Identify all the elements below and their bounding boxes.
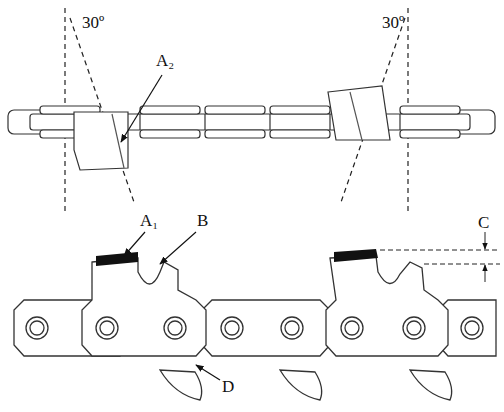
- leader-line: [121, 75, 162, 142]
- part-label: A₁: [140, 212, 158, 229]
- part-label: D: [222, 378, 234, 395]
- height-dimension: [380, 232, 500, 282]
- leader-lines: [124, 232, 220, 380]
- angle-label: 30º: [382, 14, 404, 31]
- chain-side-view: [14, 256, 496, 400]
- part-label: B: [197, 212, 208, 229]
- angle-label: 30º: [82, 14, 104, 31]
- cutting-edges: [96, 249, 378, 266]
- part-label: C: [478, 214, 489, 231]
- chain-top-view: [8, 86, 495, 170]
- part-label: A₂: [156, 52, 174, 69]
- angle-lines: [65, 8, 408, 212]
